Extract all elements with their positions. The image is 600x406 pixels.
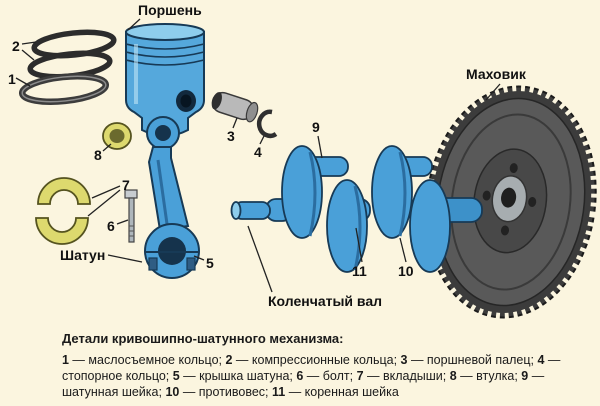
flywheel-illustration: [421, 82, 600, 322]
legend-item: 2 — компрессионные кольца;: [225, 352, 401, 367]
label-flywheel: Маховик: [466, 66, 527, 82]
crankshaft-illustration: [230, 145, 483, 273]
callout-11: 11: [352, 263, 367, 279]
legend-item: 3 — поршневой палец;: [400, 352, 538, 367]
bearing-shells: [35, 177, 91, 245]
label-connecting-rod: Шатун: [60, 247, 105, 263]
callout-10: 10: [398, 263, 414, 279]
piston-pin: [211, 91, 259, 123]
callout-1: 1: [8, 71, 16, 87]
legend-item: 1 — маслосъемное кольцо;: [62, 352, 226, 367]
legend-item: 4 — стопорное кольцо;: [62, 352, 561, 384]
callout-lines: [15, 18, 501, 293]
callout-8: 8: [94, 147, 102, 163]
callout-4: 4: [254, 144, 262, 160]
legend-item: 5 — крышка шатуна;: [172, 369, 297, 384]
callout-7: 7: [122, 177, 130, 193]
circlip: [256, 109, 278, 139]
label-piston: Поршень: [138, 2, 202, 18]
legend: Детали кривошипно-шатунного механизма: 1…: [62, 331, 567, 401]
small-end-bushing: [102, 122, 132, 150]
callout-3: 3: [227, 128, 235, 144]
legend-item: 11 — коренная шейка: [272, 385, 399, 400]
callout-5: 5: [206, 255, 214, 271]
callout-9: 9: [312, 119, 320, 135]
connecting-rod-illustration: [144, 116, 200, 279]
legend-item: 9 — шатунная шейка;: [62, 369, 545, 400]
legend-item: 6 — болт;: [296, 369, 357, 384]
counterweight: [409, 179, 451, 273]
piston-illustration: [125, 23, 205, 137]
rod-bolt: [124, 189, 138, 243]
legend-body: 1 — маслосъемное кольцо; 2 — компрессион…: [62, 352, 567, 401]
callout-2: 2: [12, 38, 20, 54]
callout-6: 6: [107, 218, 115, 234]
legend-item: 10 — противовес;: [165, 385, 272, 400]
piston-rings: [18, 29, 117, 105]
legend-title: Детали кривошипно-шатунного механизма:: [62, 331, 344, 346]
legend-item: 7 — вкладыши;: [356, 369, 450, 384]
diagram-canvas: Поршень Маховик Шатун Коленчатый вал 1 2…: [8, 2, 600, 322]
label-crankshaft: Коленчатый вал: [268, 293, 382, 309]
legend-item: 8 — втулка;: [449, 369, 522, 384]
